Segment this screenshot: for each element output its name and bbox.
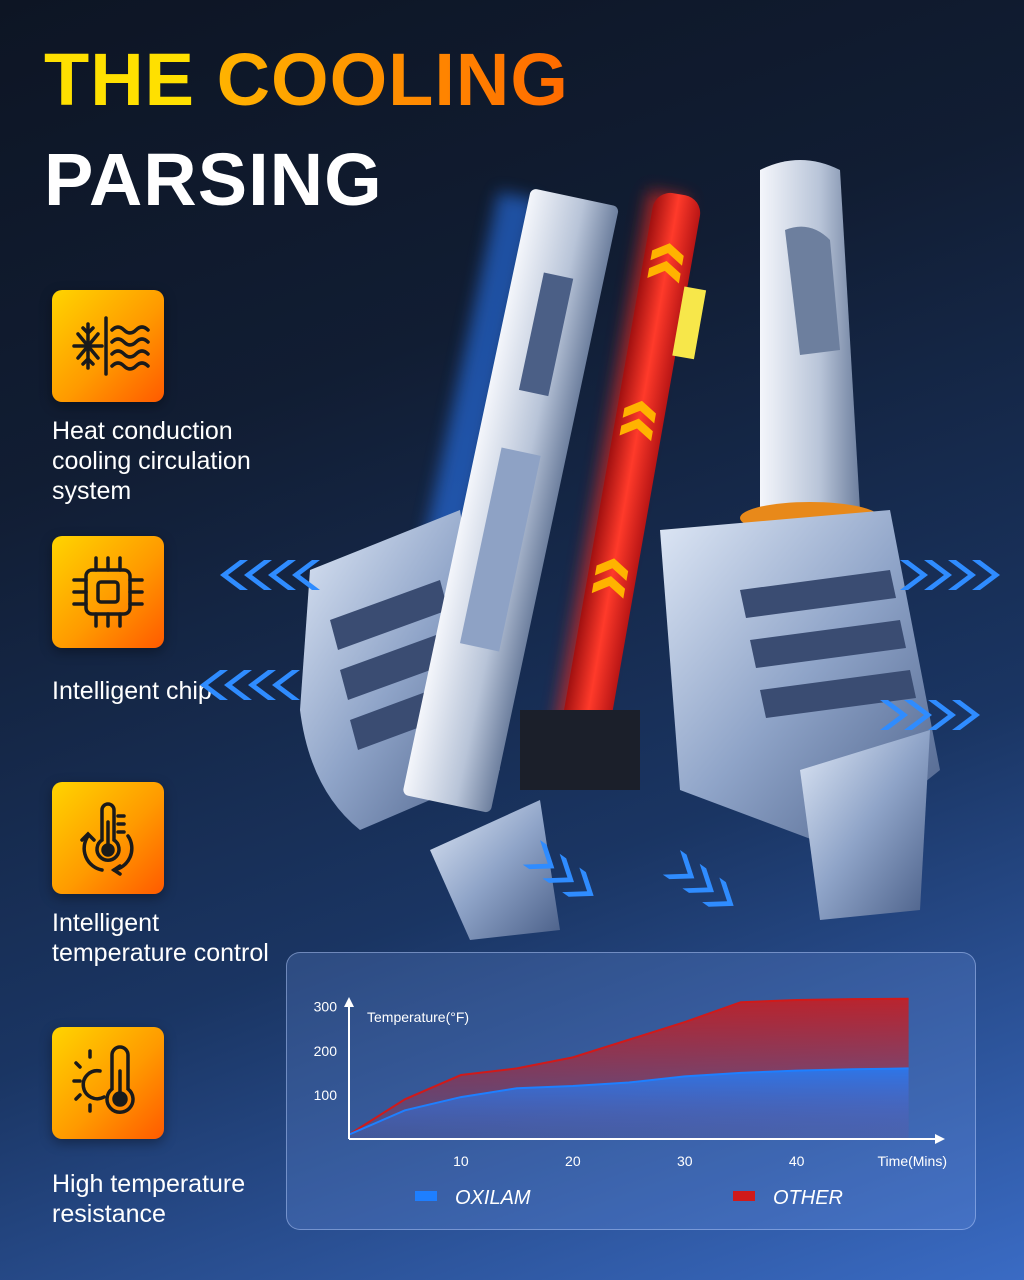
feature-label: Intelligent chip xyxy=(52,677,212,705)
x-axis-arrow xyxy=(935,1134,945,1144)
feature-label: High temperature resistance xyxy=(52,1170,246,1228)
series-line-other xyxy=(348,997,909,1136)
heat-cooling-icon xyxy=(52,290,164,402)
arrow-left-lower xyxy=(200,670,300,700)
feature-heat-conduction: Heat conduction cooling circulation syst… xyxy=(52,290,292,506)
arrow-bottom-right xyxy=(662,850,734,907)
x-tick-label: 30 xyxy=(677,1153,693,1169)
arrow-bottom-left xyxy=(522,840,594,897)
sun-thermometer-icon xyxy=(52,1027,164,1139)
legend-swatch-oxilam xyxy=(415,1191,437,1201)
y-tick-label: 300 xyxy=(314,999,338,1015)
driver-block xyxy=(520,710,640,790)
right-bulb xyxy=(660,160,940,920)
x-tick-label: 20 xyxy=(565,1153,581,1169)
x-tick-label: 40 xyxy=(789,1153,805,1169)
y-axis-arrow xyxy=(344,997,354,1007)
title-word-the: THE xyxy=(44,38,195,121)
legend-label-other: OTHER xyxy=(773,1187,843,1209)
arrow-right-upper xyxy=(900,560,1000,590)
feature-high-temperature: High temperature resistance xyxy=(52,1027,292,1229)
y-axis-label: Temperature(°F) xyxy=(367,1009,469,1025)
led-bulb-illustration xyxy=(200,160,1000,940)
feature-label: Intelligent temperature control xyxy=(52,909,269,967)
title-line-1: THE COOLING xyxy=(44,40,569,120)
left-bracket xyxy=(403,189,619,813)
title-word-cooling: COOLING xyxy=(216,38,569,121)
temperature-chart: 100 200 300 10 20 30 40 Temperature(°F) Time(Min… xyxy=(314,997,947,1209)
chip-icon xyxy=(52,536,164,648)
y-tick-label: 200 xyxy=(314,1043,338,1059)
x-tick-label: 10 xyxy=(453,1153,469,1169)
legend-swatch-other xyxy=(733,1191,755,1201)
series-line-oxilam xyxy=(348,1067,909,1136)
arrow-left-upper xyxy=(220,560,320,590)
x-axis-label: Time(Mins) xyxy=(878,1153,947,1169)
series-area-oxilam xyxy=(349,1068,909,1139)
temperature-chart-panel: 100 200 300 10 20 30 40 Temperature(°F) Time(Min… xyxy=(286,952,976,1230)
page-title: THE COOLING PARSING xyxy=(44,40,569,228)
title-line-2: PARSING xyxy=(44,138,383,221)
feature-label: Heat conduction cooling circulation syst… xyxy=(52,417,251,505)
airflow-arrows xyxy=(200,560,1000,907)
feature-temperature-control: Intelligent temperature control xyxy=(52,782,292,968)
heat-pipe xyxy=(557,192,707,767)
feature-intelligent-chip: Intelligent chip xyxy=(52,536,292,706)
thermometer-cycle-icon xyxy=(52,782,164,894)
y-tick-label: 100 xyxy=(314,1087,338,1103)
legend-label-oxilam: OXILAM xyxy=(455,1187,531,1209)
arrow-right-lower xyxy=(880,700,980,730)
